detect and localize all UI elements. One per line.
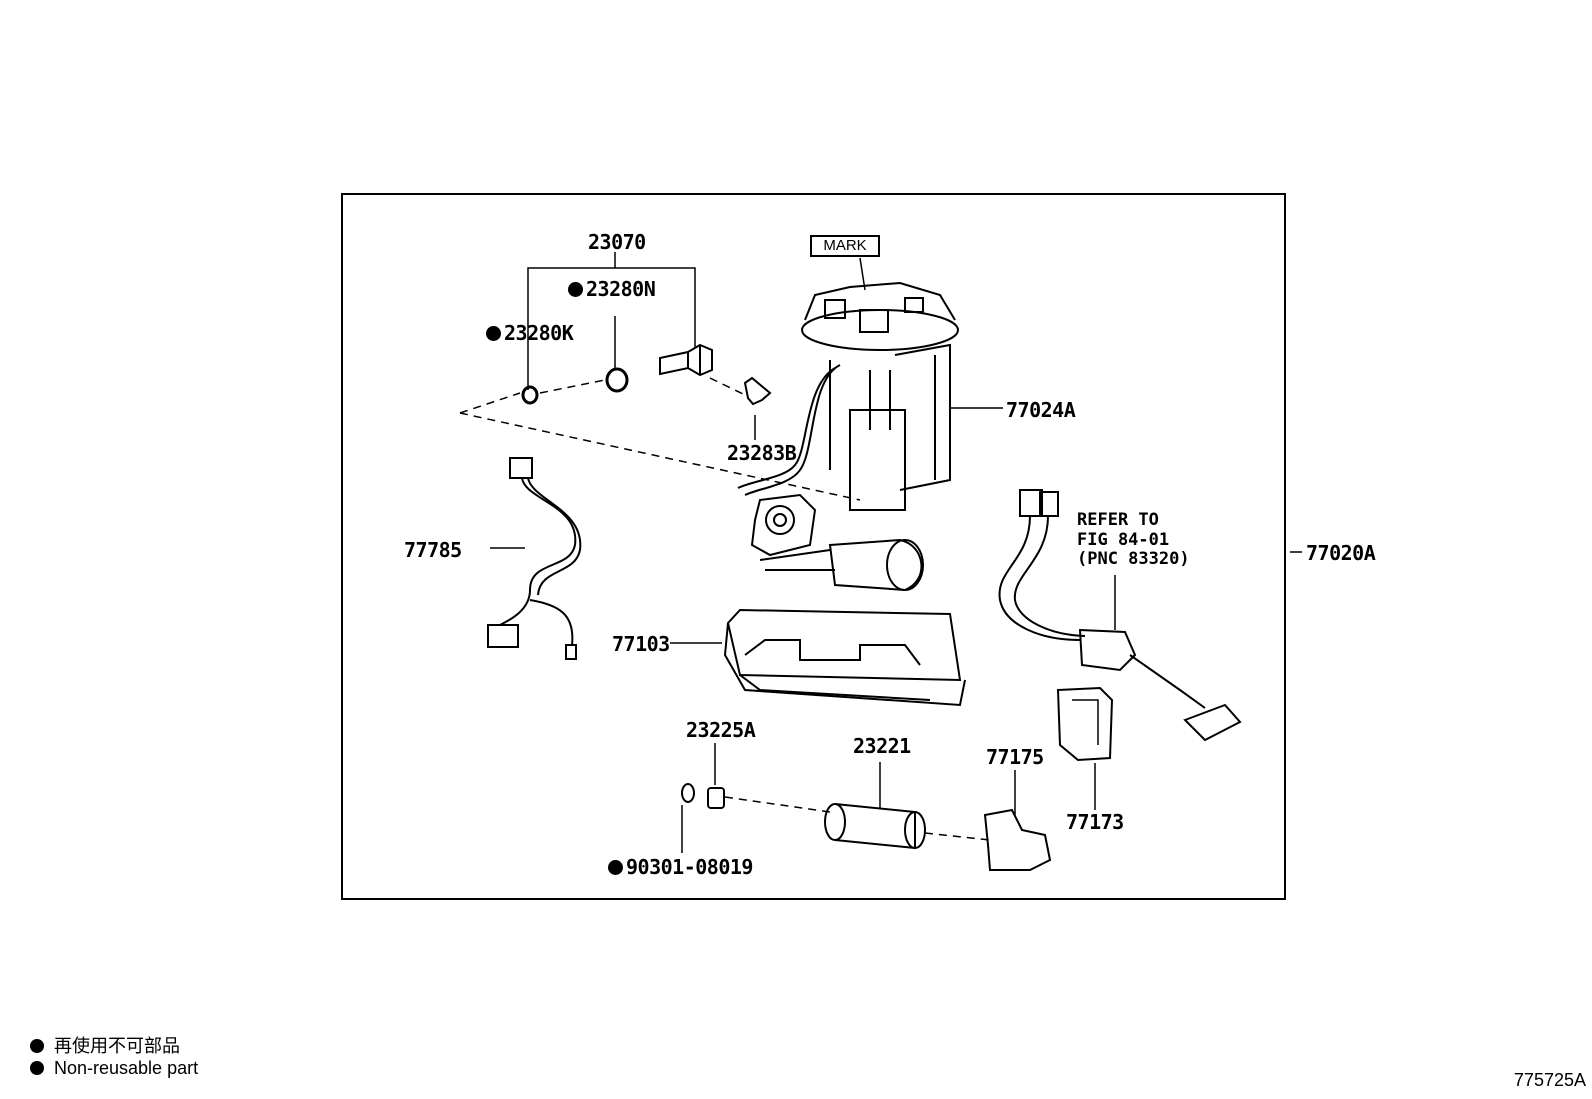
bracket-77175: [983, 808, 1052, 871]
dashed-assembly-lines: [459, 377, 991, 841]
non-reusable-dot-icon: [30, 1039, 44, 1053]
part-label-77173[interactable]: 77173: [1066, 810, 1124, 834]
refer-note-line-2: FIG 84-01: [1077, 529, 1170, 550]
bracket-tray-77103: [723, 608, 966, 707]
diagram-frame: [341, 193, 1286, 900]
part-label-23283B[interactable]: 23283B: [727, 441, 797, 465]
fuel-filter-23221: [824, 803, 926, 850]
o-ring-large: [605, 367, 629, 393]
washer-90301: [681, 783, 695, 803]
retainer-clip: [743, 376, 772, 406]
part-label-77020A[interactable]: 77020A: [1306, 541, 1376, 565]
part-label-77103[interactable]: 77103: [612, 632, 670, 656]
part-label-77175[interactable]: 77175: [986, 745, 1044, 769]
pump-module-assembly: [737, 281, 959, 592]
non-reusable-dot-icon: [608, 860, 623, 875]
figure-id: 775725A: [1513, 1070, 1586, 1090]
non-reusable-dot-icon: [568, 282, 583, 297]
part-label-23070[interactable]: 23070: [588, 230, 646, 254]
o-ring-small: [521, 385, 539, 405]
fuel-connector-fitting: [659, 343, 713, 377]
part-label-23225A[interactable]: 23225A: [686, 718, 756, 742]
non-reusable-dot-icon: [30, 1061, 44, 1075]
leader-lines: [490, 252, 1302, 853]
part-label-23280K[interactable]: 23280K: [486, 323, 574, 343]
part-label-23280N[interactable]: 23280N: [568, 279, 656, 299]
cover-77173: [1056, 686, 1114, 762]
part-label-77024A[interactable]: 77024A: [1006, 398, 1076, 422]
fuel-sender-assembly: [998, 489, 1242, 742]
sleeve-23225A: [707, 787, 725, 809]
part-label-23221[interactable]: 23221: [853, 734, 911, 758]
part-label-90301-08019[interactable]: 90301-08019: [608, 857, 753, 877]
legend-en: Non-reusable part: [30, 1058, 198, 1079]
refer-note-line-1: REFER TO: [1077, 510, 1159, 530]
refer-note-line-3: (PNC 83320): [1077, 549, 1190, 570]
wire-harness-77785: [487, 457, 582, 660]
legend-jp: 再使用不可部品: [30, 1032, 180, 1058]
mark-callout: MARK: [810, 235, 880, 257]
non-reusable-dot-icon: [486, 326, 501, 341]
part-label-77785[interactable]: 77785: [404, 538, 462, 562]
refer-note: REFER TO FIG 84-01 (PNC 83320): [1077, 510, 1190, 570]
